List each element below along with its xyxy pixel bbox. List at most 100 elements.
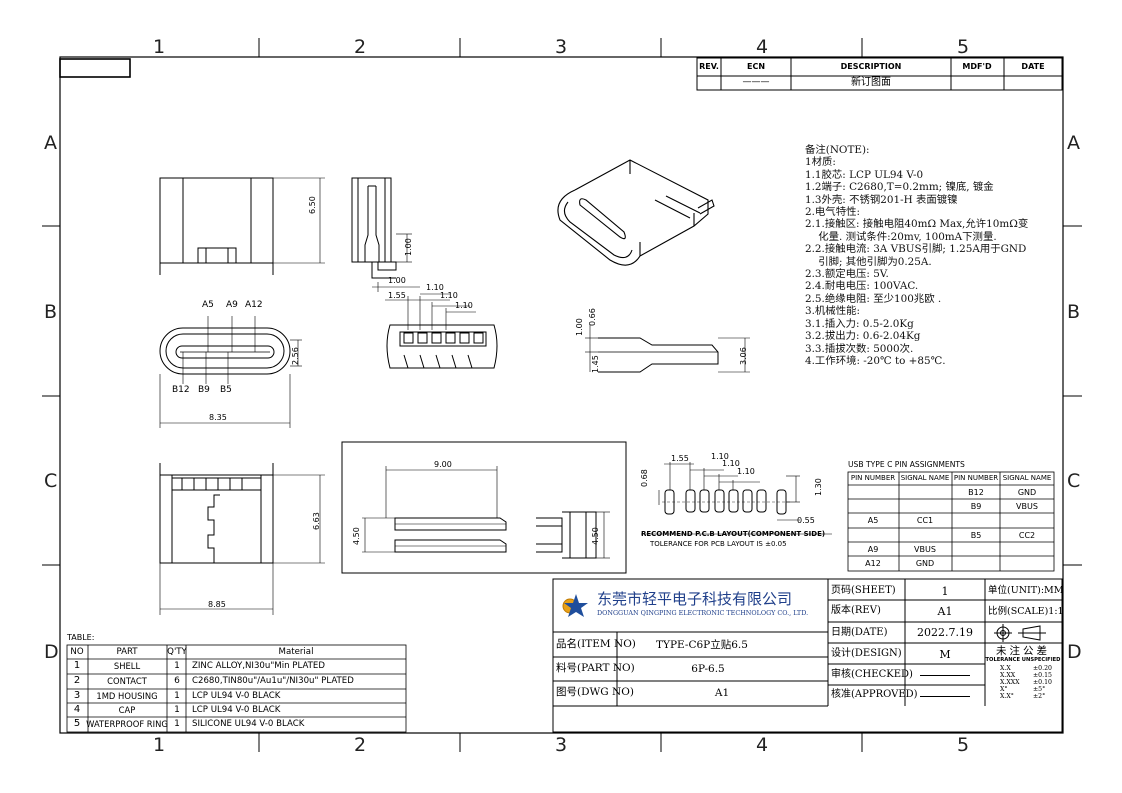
bom-cell: SHELL	[113, 661, 141, 671]
pin-table-header: PIN NUMBER	[953, 474, 999, 482]
pin-table-cell: B9	[970, 502, 982, 511]
pin-label-b12: B12	[172, 385, 190, 395]
notes-block: 备注(NOTE): 1材质: 1.1胶芯: LCP UL94 V-0 1.2端子…	[805, 144, 1065, 367]
tolerance-title: 未注公差	[996, 645, 1050, 657]
side-pin-view	[385, 293, 498, 369]
bom-cell: SILICONE UL94 V-0 BLACK	[192, 719, 305, 729]
dim-pcb-1-30: 1.30	[814, 478, 823, 496]
dim-pcb-0-55: 0.55	[797, 516, 815, 525]
notes-line: 3.1.插入力: 0.5-2.0Kg	[805, 317, 914, 330]
rev-header-mdfd: MDF'D	[962, 62, 992, 71]
pcb-layout-drawing	[641, 462, 832, 535]
item-no-value: TYPE-C6P立贴6.5	[656, 639, 748, 651]
bom-cell: ZINC ALLOY,NI30u"Min PLATED	[192, 661, 325, 671]
rev-header-ecn: ECN	[746, 62, 766, 71]
notes-line: 4.工作环境: -20℃ to +85℃.	[805, 354, 946, 367]
dim-side-1-10-c: 1.10	[455, 301, 473, 310]
tolerance-format: X°	[1000, 686, 1008, 693]
bom-cell: 4	[73, 704, 81, 715]
notes-line: 2.2.接触电流: 3A VBUS引脚; 1.25A用于GND	[805, 243, 1027, 256]
bom-cell: 3	[73, 690, 81, 701]
pin-table-cell: A9	[867, 545, 879, 554]
dim-mid-1-45: 1.45	[591, 355, 600, 373]
notes-line: 2.3.额定电压: 5V.	[805, 268, 889, 281]
bom-cell: 1	[174, 719, 180, 729]
bom-cell: 1	[73, 660, 81, 671]
scale-label: 比例(SCALE)1:1	[988, 606, 1064, 617]
dim-box-4-50-b: 4.50	[591, 527, 600, 545]
pin-table-title: USB TYPE C PIN ASSIGNMENTS	[848, 460, 965, 469]
bom-header: NO	[70, 647, 84, 657]
item-no-label: 品名(ITEM NO)	[556, 638, 636, 650]
pin-label-b5: B5	[220, 385, 232, 395]
tolerance-format: X.X	[1000, 665, 1011, 672]
boxed-detail	[341, 441, 627, 574]
rev-value: A1	[937, 605, 953, 618]
bom-cell: 1	[174, 691, 180, 701]
projection-symbol-icon	[994, 624, 1046, 642]
bom-cell: LCP UL94 V-0 BLACK	[192, 691, 281, 701]
tolerance-value: ±0.15	[1033, 672, 1052, 679]
outer-border	[59, 56, 1064, 734]
zone-row-c-left: C	[44, 470, 58, 492]
bom-header: Q'TY	[167, 647, 187, 657]
pin-table-cell: A5	[867, 516, 879, 525]
front-view	[159, 177, 325, 275]
zone-col-4-bottom: 4	[756, 734, 769, 756]
notes-line: 引脚; 其他引脚为0.25A.	[805, 255, 932, 268]
zone-row-b-left: B	[44, 301, 58, 323]
dim-end-width: 2.56	[291, 347, 300, 365]
rev-header-rev: REV.	[699, 62, 719, 71]
design-label: 设计(DESIGN)	[831, 648, 902, 659]
pin-table-cell: CC2	[1018, 531, 1036, 540]
notes-line: 1材质:	[805, 156, 836, 169]
zone-row-a-right: A	[1067, 132, 1080, 154]
dim-pcb-1-55: 1.55	[671, 454, 689, 463]
tolerance-value: ±2°	[1033, 693, 1046, 700]
zone-col-5-top: 5	[957, 36, 970, 58]
dim-side-1-10-a: 1.10	[426, 283, 444, 292]
company-name-cn: 东莞市轻平电子科技有限公司	[597, 590, 793, 608]
company-logo-icon	[562, 594, 588, 617]
notes-line: 3.2.拔出力: 0.6-2.04Kg	[805, 330, 921, 343]
corner-box	[59, 58, 131, 78]
rev-header-description: DESCRIPTION	[840, 62, 902, 71]
bom-cell: C2680,TIN80u"/Au1u"/NI30u" PLATED	[192, 676, 354, 686]
notes-line: 1.1胶芯: LCP UL94 V-0	[805, 168, 924, 181]
bom-table-grid	[66, 644, 407, 733]
pin-label-a12: A12	[245, 300, 263, 310]
dim-pcb-1-10-a: 1.10	[711, 452, 729, 461]
pin-table-cell: CC1	[916, 516, 934, 525]
design-value: M	[939, 648, 951, 661]
pin-table-header: SIGNAL NAME	[1002, 474, 1052, 482]
pin-table-cell: VBUS	[914, 545, 936, 554]
bom-cell: LCP UL94 V-0 BLACK	[192, 705, 281, 715]
bom-cell: CAP	[118, 705, 136, 715]
side-view	[351, 177, 420, 292]
zone-col-1-bottom: 1	[153, 734, 166, 756]
notes-line: 2.5.绝缘电阻: 至少100兆欧 .	[805, 292, 942, 305]
notes-title: 备注(NOTE):	[805, 144, 870, 156]
tolerance-format: X.XX	[1000, 672, 1016, 679]
pin-label-a9: A9	[226, 300, 238, 310]
zone-col-3-top: 3	[555, 36, 568, 58]
zone-row-d-left: D	[44, 641, 59, 663]
bom-cell: WATERPROOF RING	[86, 719, 168, 729]
zone-row-c-right: C	[1067, 470, 1081, 492]
pin-label-b9: B9	[198, 385, 210, 395]
revision-table	[696, 57, 1063, 91]
tolerance-format: X.XXX	[1000, 679, 1020, 686]
dim-box-4-50-a: 4.50	[352, 527, 361, 545]
dim-mid-0-66: 0.66	[588, 308, 597, 326]
zone-row-b-right: B	[1067, 301, 1081, 323]
notes-line: 2.1.接触区: 接触电阻40mΩ Max,允许10mΩ变	[805, 218, 1029, 231]
sheet-label: 页码(SHEET)	[831, 585, 896, 596]
notes-line: 2.电气特性:	[805, 206, 860, 219]
notes-line: 1.3外壳: 不锈钢201-H 表面镀镍	[805, 193, 958, 206]
zone-col-2-bottom: 2	[354, 734, 367, 756]
iso-view	[557, 159, 715, 266]
pin-table-cell: B5	[970, 531, 982, 540]
zone-col-1-top: 1	[153, 36, 166, 58]
dim-box-9-00: 9.00	[434, 460, 452, 469]
